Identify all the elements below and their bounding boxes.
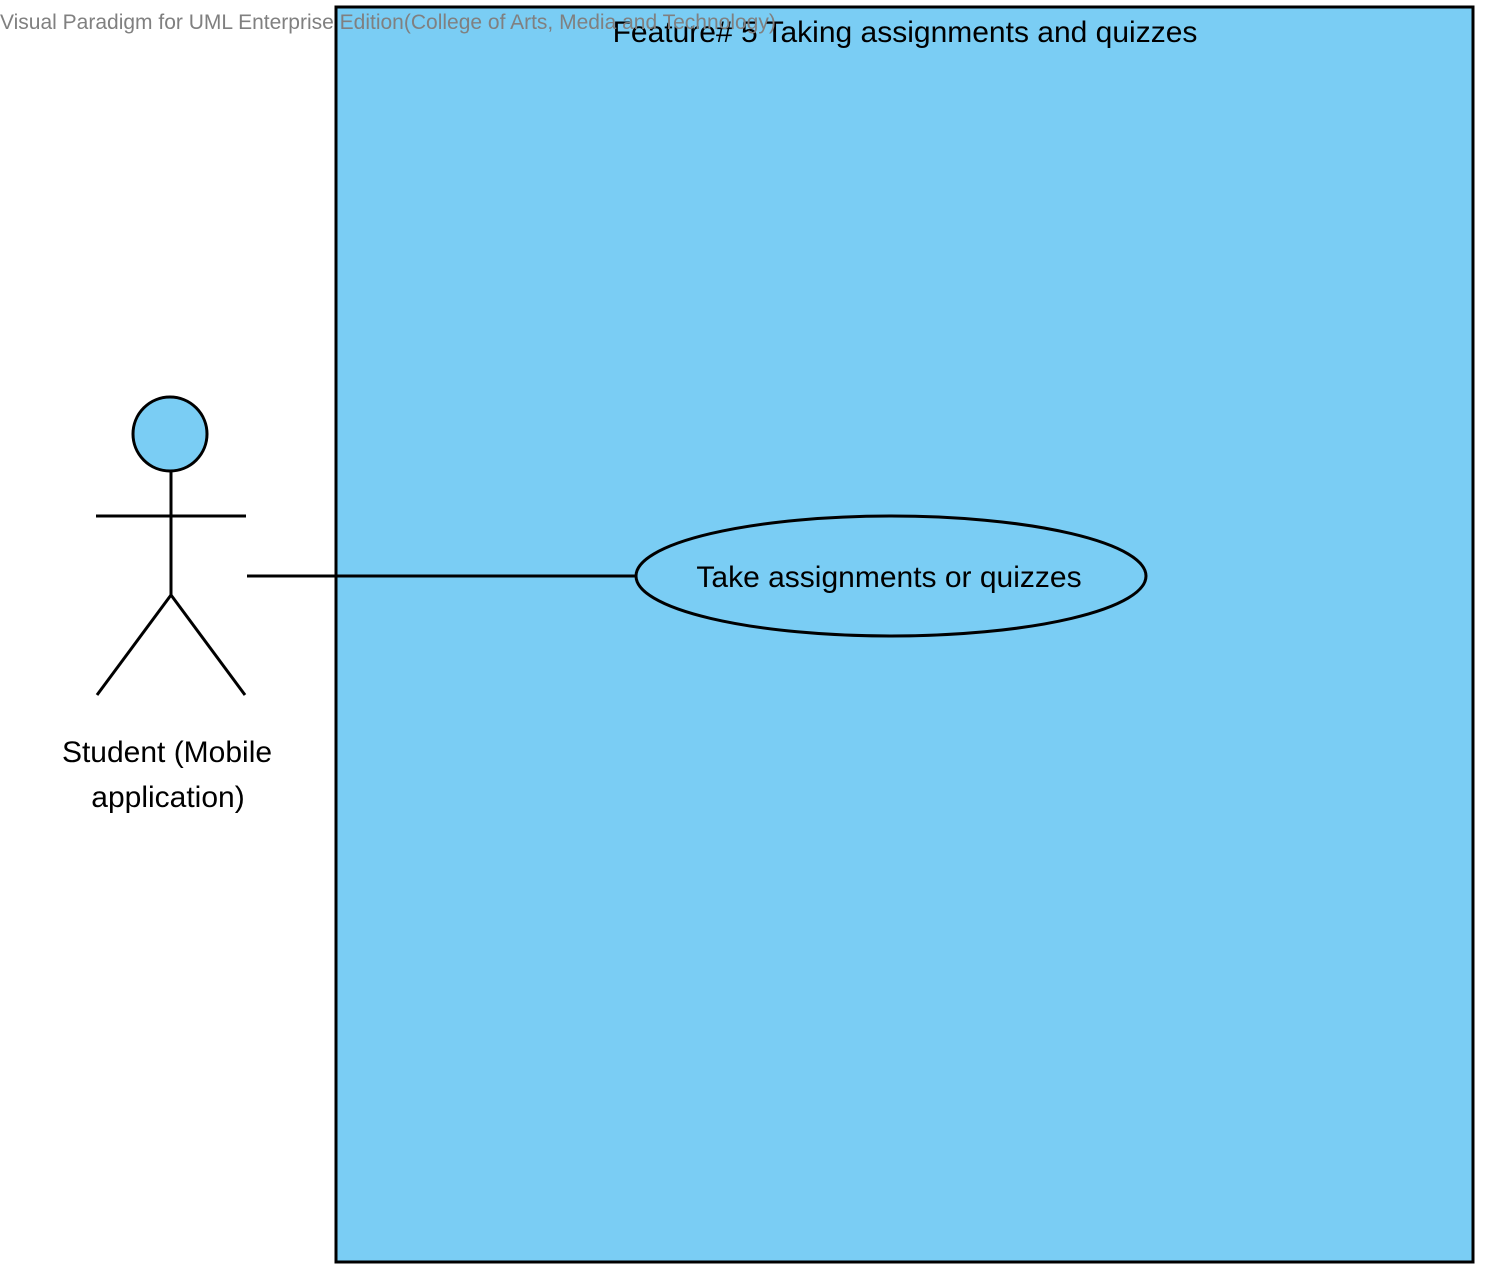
use-case-take-assignments[interactable] <box>634 514 1148 638</box>
actor-label-line1: Student (Mobile <box>62 736 272 769</box>
actor-right-leg <box>169 594 247 696</box>
system-title: Feature# 5 Taking assignments and quizze… <box>613 16 1198 49</box>
actor-label-line2: application) <box>91 781 244 814</box>
actor-student[interactable] <box>95 395 247 696</box>
actor-left-leg <box>95 594 173 696</box>
watermark-text: Visual Paradigm for UML Enterprise Editi… <box>0 11 776 34</box>
use-case-label: Take assignments or quizzes <box>696 561 1081 594</box>
actor-head <box>131 395 209 473</box>
